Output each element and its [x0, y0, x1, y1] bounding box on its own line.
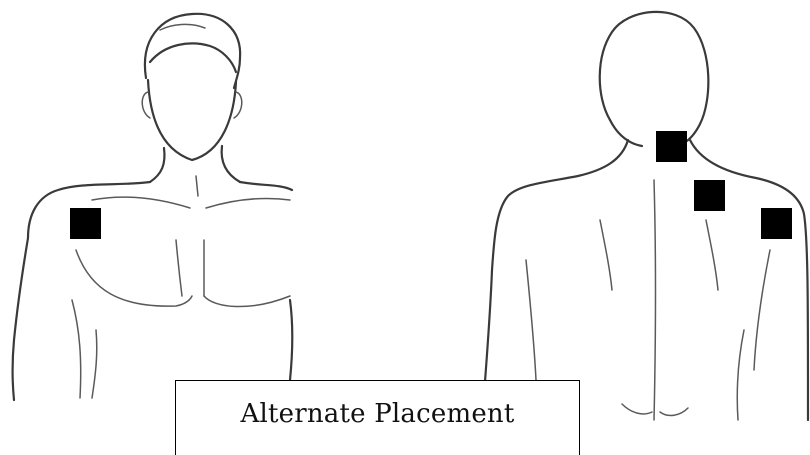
marker-back-upper-left: [694, 180, 725, 211]
marker-front-right-chest: [70, 208, 101, 239]
caption-text: Alternate Placement: [241, 399, 515, 455]
marker-back-upper-right: [761, 208, 792, 239]
marker-back-neck: [656, 131, 687, 162]
caption-box: Alternate Placement: [175, 380, 580, 455]
